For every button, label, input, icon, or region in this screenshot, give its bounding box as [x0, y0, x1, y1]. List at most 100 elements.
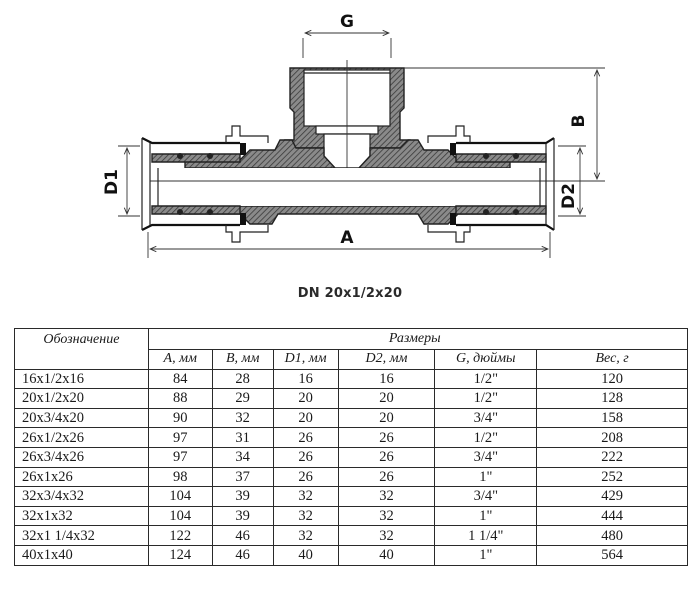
- model-caption: DN 20x1/2x20: [297, 286, 403, 301]
- cell-weight: 429: [536, 486, 688, 507]
- cell-b: 29: [211, 388, 274, 409]
- cell-g: 3/4": [434, 446, 538, 468]
- cell-d1: 32: [272, 486, 339, 507]
- cell-g: 1": [434, 466, 538, 488]
- cell-a: 97: [147, 446, 213, 468]
- cell-a: 104: [147, 486, 213, 507]
- cell-g: 3/4": [434, 407, 538, 429]
- dimension-g: G: [302, 12, 392, 58]
- cell-weight: 120: [536, 368, 688, 390]
- header-weight: Вес, г: [536, 349, 688, 370]
- cell-weight: 222: [536, 446, 688, 468]
- header-g: G, дюймы: [434, 349, 538, 370]
- label-d2: D2: [559, 183, 579, 209]
- cell-d1: 32: [272, 505, 339, 527]
- cell-weight: 480: [536, 525, 688, 546]
- cell-d2: 26: [337, 446, 436, 468]
- header-dimensions-group: Размеры: [147, 328, 689, 350]
- cell-weight: 564: [536, 544, 688, 566]
- label-d1: D1: [102, 169, 122, 195]
- cell-a: 122: [147, 525, 213, 546]
- cell-a: 97: [147, 427, 213, 448]
- cell-designation: 20x1/2x20: [14, 388, 149, 409]
- cell-designation: 16x1/2x16: [14, 368, 149, 390]
- cell-a: 98: [147, 466, 213, 488]
- cell-d1: 40: [272, 544, 339, 566]
- cell-a: 84: [147, 368, 213, 390]
- cell-weight: 128: [536, 388, 688, 409]
- cell-g: 1/2": [434, 427, 538, 448]
- cell-d2: 32: [337, 525, 436, 546]
- cell-designation: 32x1 1/4x32: [14, 525, 149, 546]
- cell-d1: 26: [272, 446, 339, 468]
- header-designation: Обозначение: [14, 328, 149, 370]
- cell-d2: 26: [337, 466, 436, 488]
- header-d2: D2, мм: [337, 349, 436, 370]
- cell-weight: 158: [536, 407, 688, 429]
- cell-d2: 16: [337, 368, 436, 390]
- label-g: G: [340, 12, 354, 32]
- cell-b: 34: [211, 446, 274, 468]
- right-press-sleeve: [427, 125, 555, 243]
- cell-d1: 20: [272, 407, 339, 429]
- cell-g: 1/2": [434, 388, 538, 409]
- cell-d1: 20: [272, 388, 339, 409]
- header-b: B, мм: [211, 349, 274, 370]
- cell-a: 124: [147, 544, 213, 566]
- cell-g: 1/2": [434, 368, 538, 390]
- cell-b: 31: [211, 427, 274, 448]
- cell-d2: 40: [337, 544, 436, 566]
- cell-a: 104: [147, 505, 213, 527]
- cell-designation: 26x1x26: [14, 466, 149, 488]
- cell-designation: 32x3/4x32: [14, 486, 149, 507]
- cell-d1: 26: [272, 466, 339, 488]
- pipe-bore: [150, 168, 548, 206]
- cell-designation: 26x3/4x26: [14, 446, 149, 468]
- dimension-d1: D1: [102, 145, 140, 217]
- header-a: A, мм: [147, 349, 213, 370]
- label-b: B: [569, 115, 589, 128]
- cell-weight: 444: [536, 505, 688, 527]
- cell-d2: 26: [337, 427, 436, 448]
- header-d1: D1, мм: [272, 349, 339, 370]
- dimension-b: B: [404, 67, 605, 182]
- cell-designation: 40x1x40: [14, 544, 149, 566]
- cell-b: 39: [211, 486, 274, 507]
- cell-b: 46: [211, 525, 274, 546]
- cell-a: 88: [147, 388, 213, 409]
- cell-d2: 20: [337, 388, 436, 409]
- left-press-sleeve: [141, 125, 269, 243]
- dimension-a: A: [147, 228, 551, 258]
- cell-b: 46: [211, 544, 274, 566]
- cell-d1: 16: [272, 368, 339, 390]
- cell-b: 32: [211, 407, 274, 429]
- cell-weight: 252: [536, 466, 688, 488]
- cell-designation: 32x1x32: [14, 505, 149, 527]
- cell-g: 1": [434, 544, 538, 566]
- dimensions-table: Обозначение Размеры A, мм B, мм D1, мм D…: [14, 328, 689, 566]
- label-a: A: [340, 228, 354, 248]
- cell-weight: 208: [536, 427, 688, 448]
- cell-d2: 32: [337, 505, 436, 527]
- cell-designation: 20x3/4x20: [14, 407, 149, 429]
- cell-d2: 20: [337, 407, 436, 429]
- cell-g: 3/4": [434, 486, 538, 507]
- cell-g: 1": [434, 505, 538, 527]
- cell-d1: 32: [272, 525, 339, 546]
- cell-b: 39: [211, 505, 274, 527]
- cell-g: 1 1/4": [434, 525, 538, 546]
- cell-a: 90: [147, 407, 213, 429]
- tee-fitting-drawing: G: [102, 12, 605, 258]
- cell-d2: 32: [337, 486, 436, 507]
- cell-designation: 26x1/2x26: [14, 427, 149, 448]
